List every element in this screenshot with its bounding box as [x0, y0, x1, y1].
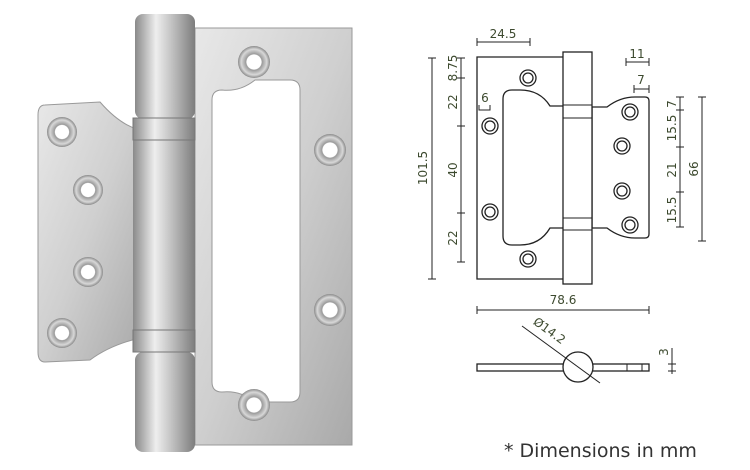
- dim-66: 66: [687, 161, 701, 176]
- knuckle-top: [135, 14, 195, 119]
- dim-diameter: Ø14.2: [531, 314, 568, 347]
- dim-6: 6: [481, 91, 489, 105]
- left-leaf: [37, 101, 141, 363]
- dim-21: 21: [665, 162, 679, 177]
- dim-101-5: 101.5: [416, 151, 430, 185]
- dim-24-5: 24.5: [490, 27, 517, 41]
- dim-78-6: 78.6: [550, 293, 577, 307]
- units-note: * Dimensions in mm: [504, 440, 697, 462]
- dim-7: 7: [637, 73, 645, 87]
- dim-3: 3: [657, 348, 671, 356]
- dim-40: 40: [446, 162, 460, 177]
- knuckle-ring: [132, 117, 196, 141]
- dim-22-upper: 22: [446, 94, 460, 109]
- dim-15-5-lower: 15.5: [665, 197, 679, 224]
- dim-22-lower: 22: [446, 230, 460, 245]
- dim-15-5-upper: 15.5: [665, 115, 679, 142]
- knuckle-bottom: [135, 352, 195, 452]
- side-view: [476, 325, 650, 384]
- screw-holes: [47, 46, 346, 421]
- right-leaf: [194, 27, 353, 446]
- drawing-holes: [481, 69, 639, 268]
- technical-drawing: 24.5 101.5 8.75 22 40 22 6 11 7 7 15.5 2…: [416, 27, 706, 384]
- dim-8-75: 8.75: [446, 55, 460, 82]
- hinge-photo: [37, 14, 353, 452]
- knuckle-middle: [133, 140, 195, 330]
- dim-11: 11: [629, 47, 644, 61]
- knuckle-ring: [132, 329, 196, 353]
- dim-7-right: 7: [665, 100, 679, 108]
